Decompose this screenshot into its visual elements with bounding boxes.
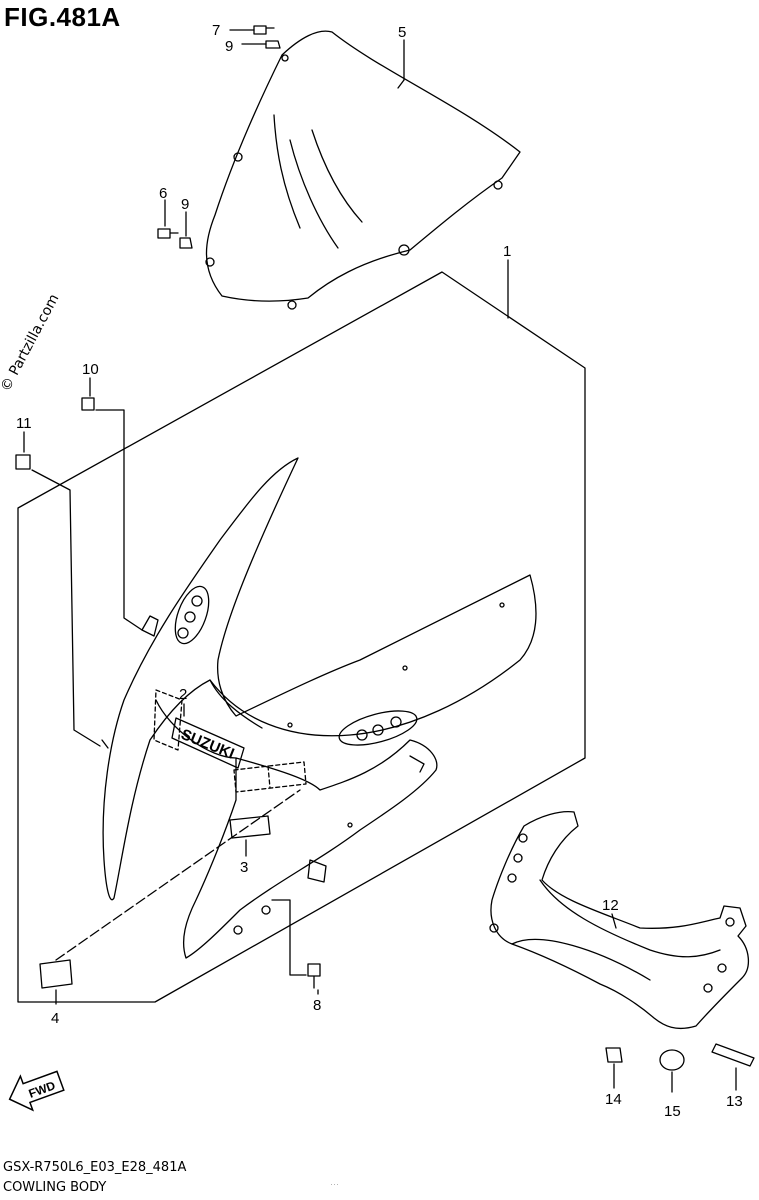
windscreen-inner-line-3 (273, 114, 301, 229)
callout-6: 6 (159, 185, 167, 202)
footnote-text: ... (330, 1181, 340, 1187)
windscreen-inner-line-2 (311, 129, 363, 223)
windscreen-hole (281, 54, 289, 62)
leader-11 (31, 469, 101, 747)
callout-2: 2 (179, 686, 187, 703)
lamp-hole (177, 627, 189, 639)
callout-15: 15 (664, 1103, 681, 1120)
lamp-hole (372, 724, 384, 736)
bracket-hole (725, 917, 735, 927)
callout-4: 4 (51, 1010, 59, 1027)
windscreen-part-5 (205, 30, 521, 302)
windscreen-hole (287, 300, 297, 310)
grommet-part-15 (659, 1049, 685, 1071)
mount-tab (307, 859, 327, 883)
callout-9-side: 9 (181, 196, 189, 213)
callout-7: 7 (212, 22, 220, 39)
lamp-hole (184, 611, 196, 623)
lamp-hole (390, 716, 402, 728)
windscreen-hole (493, 180, 503, 190)
cowling-hole (233, 925, 243, 935)
cowling-hole (402, 665, 408, 671)
bolt-6 (157, 228, 179, 239)
figure-title: FIG.481A (4, 2, 121, 32)
callout-1: 1 (503, 243, 511, 260)
screw-part-8 (307, 963, 321, 989)
callout-14: 14 (605, 1091, 622, 1108)
washer-9-side (179, 237, 193, 249)
cowling-hole (347, 822, 353, 828)
windscreen-hole (233, 152, 243, 162)
washer-9-top (265, 40, 281, 49)
label-dashed-divider (267, 765, 271, 789)
mount-tab (101, 739, 109, 749)
mount-tab (141, 615, 159, 637)
callout-13: 13 (726, 1093, 743, 1110)
nut-part-14 (605, 1047, 623, 1063)
label-dashed (233, 761, 307, 793)
dashed-line-4 (55, 789, 301, 961)
callout-12: 12 (602, 897, 619, 914)
cowling-hole (499, 602, 505, 608)
bracket-part-12 (490, 810, 749, 1030)
bracket-hole (703, 983, 713, 993)
clip-nut-10 (81, 397, 95, 411)
fwd-arrow-icon: FWD (8, 1070, 65, 1112)
callout-9-top: 9 (225, 38, 233, 55)
callout-labels: 1 2 3 4 5 6 7 8 9 9 10 11 12 13 14 15 (16, 22, 743, 1120)
callout-11: 11 (16, 415, 32, 432)
bracket-hole (507, 873, 517, 883)
figure-code: GSX-R750L6_E03_E28_481A (3, 1160, 187, 1175)
figure-name: COWLING BODY (3, 1180, 107, 1195)
label-part-4 (39, 959, 73, 989)
bracket-inner-2 (511, 938, 651, 981)
lamp-opening-left (174, 585, 210, 645)
lamp-hole (356, 729, 368, 741)
cowling-curve (155, 699, 237, 759)
emblem-dashed (153, 689, 183, 751)
bracket-inner (539, 879, 721, 958)
bracket-hole (489, 923, 499, 933)
bracket-hole (518, 833, 528, 843)
cowling-body-part-1 (102, 457, 537, 901)
mount-tab (409, 755, 425, 773)
callout-10: 10 (82, 361, 99, 378)
bracket-hole (513, 853, 523, 863)
leader-10 (95, 409, 143, 631)
leader-12 (611, 913, 617, 929)
bracket-hole (717, 963, 727, 973)
callout-3: 3 (240, 859, 248, 876)
leader-8 (271, 899, 307, 976)
callout-8: 8 (313, 997, 321, 1014)
bolt-7 (253, 25, 275, 35)
cowling-hole (287, 722, 293, 728)
label-part-3 (229, 815, 271, 839)
windscreen-inner-line (289, 139, 339, 249)
emblem-part-2 (171, 717, 245, 769)
cowling-lower-part (182, 739, 438, 959)
assembly-box-outline (17, 271, 586, 1003)
windscreen-hole (205, 257, 215, 267)
callout-5: 5 (398, 24, 406, 41)
clip-nut-11 (15, 454, 31, 470)
cowling-hole (261, 905, 271, 915)
cowling-inner-edge (209, 679, 263, 729)
lamp-hole (191, 595, 203, 607)
leader-5b (397, 79, 405, 89)
lamp-opening-right (338, 710, 418, 746)
windscreen-hole (398, 244, 410, 256)
bolt-part-13 (711, 1043, 755, 1067)
